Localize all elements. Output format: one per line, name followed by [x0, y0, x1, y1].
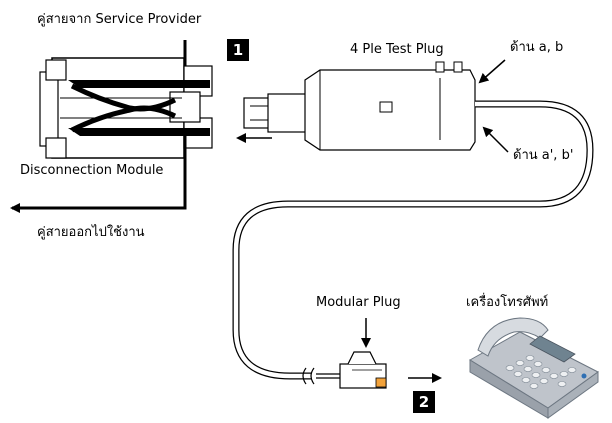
outgoing-pair-label: คู่สายออกไปใช้งาน	[37, 225, 145, 240]
disconnection-module	[39, 57, 213, 159]
side-ab-prime-arrow	[482, 126, 509, 153]
disconnection-module-label: Disconnection Module	[20, 163, 164, 178]
side-ab-arrow	[478, 59, 506, 84]
telephone-label: เครื่องโทรศัพท์	[466, 295, 549, 310]
outgoing-pair-wire	[10, 136, 187, 213]
side-ab-prime-label: ด้าน a', b'	[513, 148, 574, 163]
test-plug	[243, 61, 476, 151]
step-badge-1: 1	[227, 39, 249, 61]
cable	[232, 100, 594, 385]
modular-plug-label: Modular Plug	[316, 295, 401, 310]
incoming-pair-label: คู่สายจาก Service Provider	[37, 12, 202, 27]
step-badge-2: 2	[413, 391, 435, 413]
test-plug-label: 4 Ple Test Plug	[350, 42, 444, 57]
modular-plug	[339, 351, 387, 389]
telephone-icon	[469, 317, 599, 419]
side-ab-label: ด้าน a, b	[510, 40, 564, 55]
